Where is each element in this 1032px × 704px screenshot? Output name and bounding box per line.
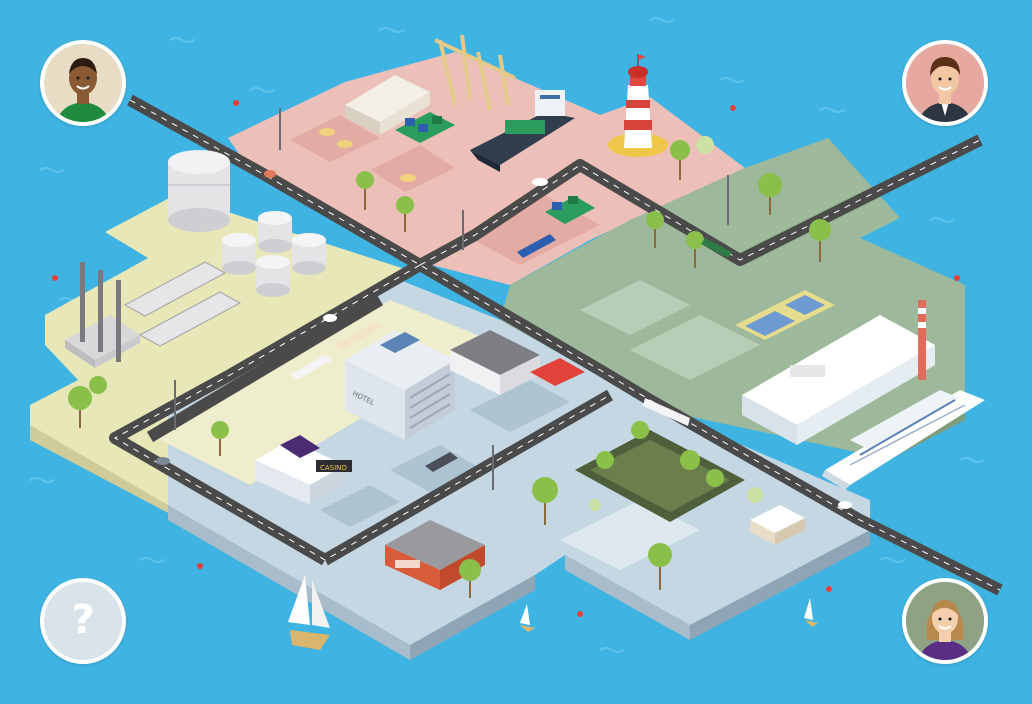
cruise-ship[interactable] bbox=[822, 390, 985, 490]
water-ripples bbox=[29, 17, 985, 653]
player-avatar-top-right[interactable] bbox=[902, 40, 988, 126]
player-avatar-bottom-left[interactable]: ? bbox=[40, 578, 126, 664]
hotel[interactable]: HOTEL bbox=[345, 330, 455, 440]
lighthouse[interactable] bbox=[608, 54, 668, 157]
boats bbox=[288, 575, 818, 650]
road-markings bbox=[113, 99, 1001, 591]
city-park[interactable] bbox=[575, 430, 745, 522]
oil-tank-large[interactable] bbox=[168, 150, 230, 232]
road-inner bbox=[146, 294, 384, 443]
factory[interactable] bbox=[742, 300, 935, 445]
trees bbox=[68, 136, 831, 598]
oil-tanks-small[interactable] bbox=[222, 211, 326, 297]
player-avatar-bottom-right[interactable] bbox=[902, 578, 988, 664]
businessman-avatar-icon bbox=[906, 44, 984, 122]
casino[interactable]: CASINO bbox=[255, 435, 352, 505]
man-avatar-icon bbox=[44, 44, 122, 122]
solar-farm[interactable] bbox=[735, 290, 835, 340]
question-mark-icon: ? bbox=[71, 597, 95, 644]
shopping-store[interactable] bbox=[450, 330, 585, 395]
buoys bbox=[52, 100, 960, 617]
street-lamps bbox=[174, 108, 729, 490]
power-plant[interactable] bbox=[65, 262, 140, 368]
player-avatar-top-left[interactable] bbox=[40, 40, 126, 126]
container-stacks bbox=[395, 112, 595, 224]
cargo-ship[interactable] bbox=[470, 90, 575, 172]
woman-avatar-icon bbox=[906, 582, 984, 660]
port-warehouse[interactable] bbox=[345, 75, 430, 135]
cooling-units bbox=[123, 261, 242, 347]
kiosk[interactable] bbox=[750, 505, 805, 545]
casino-sign: CASINO bbox=[320, 464, 347, 472]
island-edges bbox=[30, 405, 965, 660]
vehicles bbox=[156, 128, 852, 509]
gantry-crane[interactable] bbox=[434, 34, 516, 111]
